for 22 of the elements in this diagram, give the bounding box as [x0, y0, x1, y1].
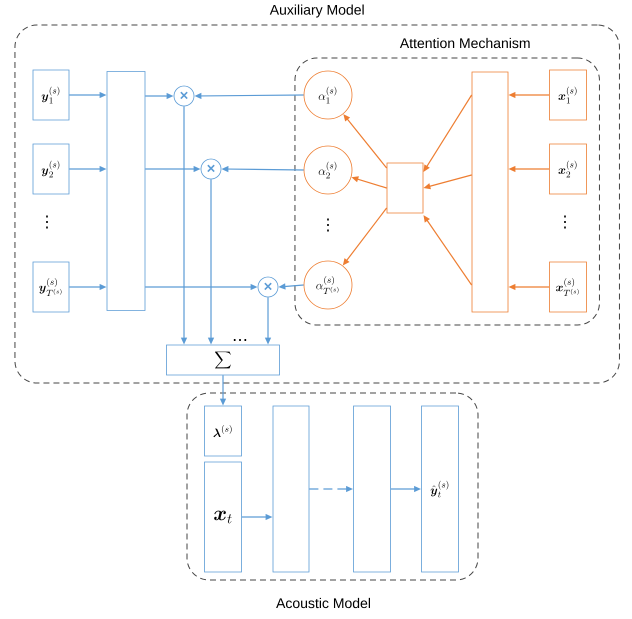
input-box: $\boldsymbol{x}_1^{(s)}$ [549, 70, 587, 120]
output-box: $\hat{\boldsymbol{y}}_t^{(s)}$ [421, 406, 459, 572]
input-box: $\boldsymbol{y}_2^{(s)}$ [32, 144, 70, 194]
layer-box [386, 162, 424, 214]
layer-box [353, 406, 391, 572]
input-box: $\boldsymbol{x}_2^{(s)}$ [549, 144, 587, 194]
input-box: $\boldsymbol{\lambda}^{(s)}$ [204, 406, 242, 456]
node-label: Attention Mechanism [400, 38, 530, 48]
ellipsis: ⋮ [46, 216, 48, 228]
input-box: $\boldsymbol{x}_t$ [204, 462, 242, 572]
input-box: $\boldsymbol{x}_{T^{(s)}}^{(s)}$ [549, 262, 587, 312]
ellipsis: … [234, 339, 246, 341]
sum-box: $\sum$ [166, 344, 280, 376]
input-box: $\boldsymbol{y}_{T^{(s)}}^{(s)}$ [32, 262, 70, 312]
layer-box [106, 71, 146, 311]
ellipsis: ⋮ [327, 218, 329, 232]
layer-box [272, 406, 310, 572]
ellipsis: ⋮ [564, 216, 566, 228]
node-label: Auxiliary Model [270, 4, 364, 18]
input-box: $\boldsymbol{y}_1^{(s)}$ [32, 70, 70, 120]
layer-box [472, 72, 508, 312]
node-label: Acoustic Model [276, 598, 370, 608]
